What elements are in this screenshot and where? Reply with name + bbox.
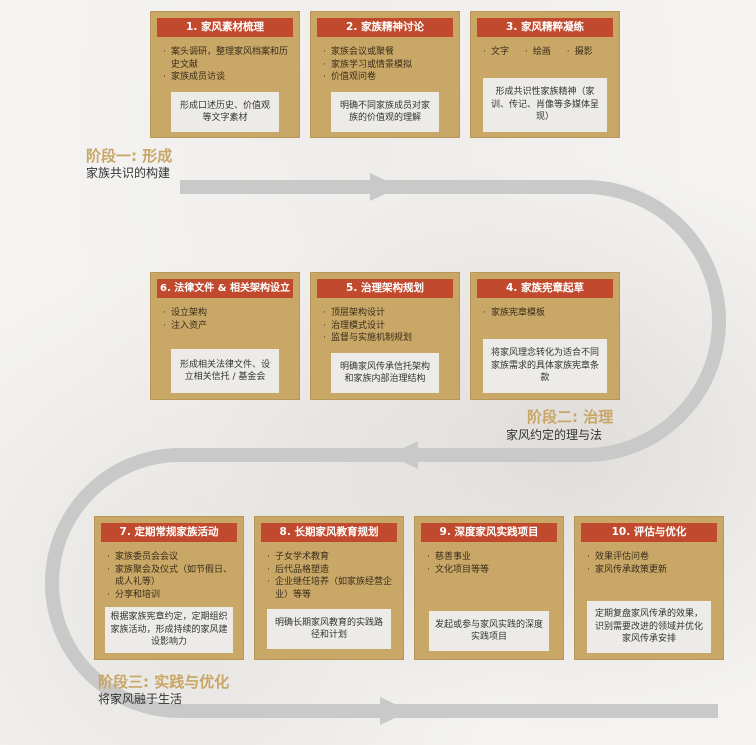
step-card-2-item: 家族学习或情景模拟	[322, 59, 453, 72]
step-card-10-item: 家风传承政策更新	[586, 564, 717, 577]
step-card-5-item: 监督与实施机制规划	[322, 332, 453, 345]
stage-3-subtitle: 将家风融于生活	[98, 692, 183, 706]
step-card-7: 7. 定期常规家族活动 家族委员会会议 家族聚会及仪式（如节假日、成人礼等） 分…	[94, 516, 244, 660]
step-card-6: 6. 法律文件 & 相关架构设立 设立架构 注入资产 形成相关法律文件、设立相关…	[150, 272, 300, 400]
step-card-1-item: 案头调研，整理家风档案和历史文献	[162, 46, 293, 71]
step-card-1-title: 1. 家风素材梳理	[157, 18, 293, 37]
step-card-6-note: 形成相关法律文件、设立相关信托 / 基金会	[171, 349, 279, 393]
step-card-6-title: 6. 法律文件 & 相关架构设立	[157, 279, 293, 298]
step-card-6-items: 设立架构 注入资产	[162, 307, 293, 332]
stage-1-subtitle: 家族共识的构建	[86, 166, 171, 180]
step-card-9-item: 文化项目等等	[426, 564, 557, 577]
step-card-5-items: 顶层架构设计 治理模式设计 监督与实施机制规划	[322, 307, 453, 345]
step-card-9-item: 慈善事业	[426, 551, 557, 564]
flow-arrow-1	[370, 173, 400, 201]
step-card-9-title: 9. 深度家风实践项目	[421, 523, 557, 542]
step-card-9: 9. 深度家风实践项目 慈善事业 文化项目等等 发起或参与家风实践的深度实践项目	[414, 516, 564, 660]
step-card-6-item: 注入资产	[162, 320, 293, 333]
step-card-8-note: 明确长期家风教育的实践路径和计划	[267, 609, 391, 649]
step-card-4: 4. 家族宪章起草 家族宪章模板 将家风理念转化为适合不同家族需求的具体家族宪章…	[470, 272, 620, 400]
step-card-10-note: 定期复盘家风传承的效果，识别需要改进的领域并优化家风传承安排	[587, 601, 711, 653]
step-card-3-title: 3. 家风精粹凝练	[477, 18, 613, 37]
step-card-9-items: 慈善事业 文化项目等等	[426, 551, 557, 576]
step-card-5-item: 顶层架构设计	[322, 307, 453, 320]
step-card-2-note: 明确不同家族成员对家族的价值观的理解	[331, 92, 439, 132]
step-card-3-item: 文字	[482, 46, 509, 59]
step-card-7-note: 根据家族宪章约定，定期组织家族活动，形成持续的家风建设影响力	[105, 607, 233, 653]
step-card-3-item: 摄影	[566, 46, 593, 59]
step-card-8-item: 后代品格塑造	[266, 564, 397, 577]
step-card-10-items: 效果评估问卷 家风传承政策更新	[586, 551, 717, 576]
step-card-1: 1. 家风素材梳理 案头调研，整理家风档案和历史文献 家族成员访谈 形成口述历史…	[150, 11, 300, 138]
flow-path-line	[45, 180, 726, 718]
step-card-10: 10. 评估与优化 效果评估问卷 家风传承政策更新 定期复盘家风传承的效果，识别…	[574, 516, 724, 660]
step-card-3-item: 绘画	[524, 46, 551, 59]
stage-3-title: 阶段三: 实践与优化	[98, 673, 230, 691]
stage-2-title: 阶段二: 治理	[527, 408, 614, 426]
step-card-10-title: 10. 评估与优化	[581, 523, 717, 542]
step-card-8: 8. 长期家风教育规划 子女学术教育 后代品格塑造 企业继任培养（如家族经营企业…	[254, 516, 404, 660]
step-card-5: 5. 治理架构规划 顶层架构设计 治理模式设计 监督与实施机制规划 明确家风传承…	[310, 272, 460, 400]
flow-arrow-2	[388, 441, 418, 469]
step-card-4-items: 家族宪章模板	[482, 307, 613, 320]
step-card-6-item: 设立架构	[162, 307, 293, 320]
step-card-1-item: 家族成员访谈	[162, 71, 293, 84]
step-card-8-title: 8. 长期家风教育规划	[261, 523, 397, 542]
step-card-10-item: 效果评估问卷	[586, 551, 717, 564]
step-card-9-note: 发起或参与家风实践的深度实践项目	[429, 611, 549, 651]
step-card-4-note: 将家风理念转化为适合不同家族需求的具体家族宪章条款	[483, 339, 607, 393]
step-card-4-item: 家族宪章模板	[482, 307, 613, 320]
step-card-1-note: 形成口述历史、价值观等文字素材	[171, 92, 279, 132]
step-card-2-item: 家族会议或聚餐	[322, 46, 453, 59]
step-card-2: 2. 家族精神讨论 家族会议或聚餐 家族学习或情景模拟 价值观问卷 明确不同家族…	[310, 11, 460, 138]
step-card-7-item: 分享和培训	[106, 589, 237, 602]
step-card-7-item: 家族聚会及仪式（如节假日、成人礼等）	[106, 564, 237, 589]
step-card-7-item: 家族委员会会议	[106, 551, 237, 564]
step-card-7-title: 7. 定期常规家族活动	[101, 523, 237, 542]
step-card-3-items: 文字 绘画 摄影	[482, 46, 613, 59]
step-card-5-note: 明确家风传承信托架构和家族内部治理结构	[331, 353, 439, 393]
step-card-4-title: 4. 家族宪章起草	[477, 279, 613, 298]
step-card-7-items: 家族委员会会议 家族聚会及仪式（如节假日、成人礼等） 分享和培训	[106, 551, 237, 601]
step-card-3-note: 形成共识性家族精神（家训、传记、肖像等多媒体呈现）	[483, 78, 607, 132]
stage-1-title: 阶段一: 形成	[86, 147, 173, 165]
step-card-5-item: 治理模式设计	[322, 320, 453, 333]
step-card-3: 3. 家风精粹凝练 文字 绘画 摄影 形成共识性家族精神（家训、传记、肖像等多媒…	[470, 11, 620, 138]
step-card-2-items: 家族会议或聚餐 家族学习或情景模拟 价值观问卷	[322, 46, 453, 84]
step-card-1-items: 案头调研，整理家风档案和历史文献 家族成员访谈	[162, 46, 293, 84]
step-card-8-items: 子女学术教育 后代品格塑造 企业继任培养（如家族经营企业）等等	[266, 551, 397, 601]
step-card-5-title: 5. 治理架构规划	[317, 279, 453, 298]
flow-arrow-3	[380, 697, 410, 725]
step-card-2-item: 价值观问卷	[322, 71, 453, 84]
step-card-8-item: 子女学术教育	[266, 551, 397, 564]
stage-2-subtitle: 家风约定的理与法	[506, 428, 603, 442]
step-card-2-title: 2. 家族精神讨论	[317, 18, 453, 37]
step-card-8-item: 企业继任培养（如家族经营企业）等等	[266, 576, 397, 601]
